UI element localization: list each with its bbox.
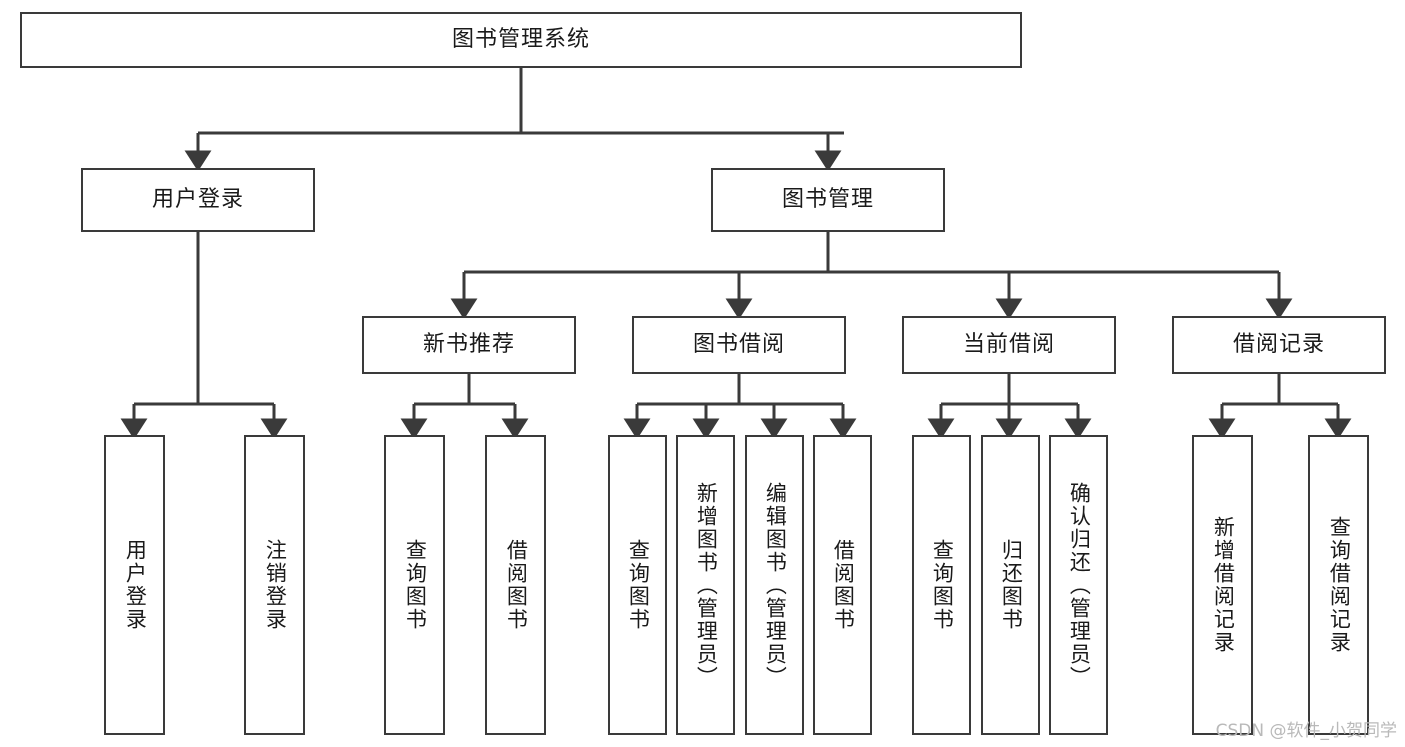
leaf-query-book-3[interactable]: 查询图书 <box>912 435 971 735</box>
leaf-logout-login[interactable]: 注销登录 <box>244 435 305 735</box>
leaf-query-book-1-label: 查询图书 <box>403 539 428 631</box>
leaf-add-book[interactable]: 新增图书（管理员） <box>676 435 735 735</box>
leaf-confirm-return-label: 确认归还（管理员） <box>1067 481 1092 689</box>
node-current-borrow[interactable]: 当前借阅 <box>902 316 1116 374</box>
leaf-borrow-book-1[interactable]: 借阅图书 <box>485 435 546 735</box>
node-book-management[interactable]: 图书管理 <box>711 168 945 232</box>
leaf-borrow-book-1-label: 借阅图书 <box>504 539 529 631</box>
leaf-borrow-book-2[interactable]: 借阅图书 <box>813 435 872 735</box>
leaf-add-book-label: 新增图书（管理员） <box>694 481 719 689</box>
leaf-confirm-return[interactable]: 确认归还（管理员） <box>1049 435 1108 735</box>
leaf-query-book-2-label: 查询图书 <box>626 539 651 631</box>
node-book-borrow[interactable]: 图书借阅 <box>632 316 846 374</box>
leaf-query-book-1[interactable]: 查询图书 <box>384 435 445 735</box>
node-book-borrow-label: 图书借阅 <box>692 331 785 357</box>
leaf-add-record[interactable]: 新增借阅记录 <box>1192 435 1253 735</box>
leaf-edit-book[interactable]: 编辑图书（管理员） <box>745 435 804 735</box>
leaf-query-record-label: 查询借阅记录 <box>1327 516 1352 654</box>
node-current-borrow-label: 当前借阅 <box>962 331 1055 357</box>
node-new-book-recommend[interactable]: 新书推荐 <box>362 316 576 374</box>
leaf-return-book[interactable]: 归还图书 <box>981 435 1040 735</box>
node-book-management-label: 图书管理 <box>781 186 874 212</box>
leaf-add-record-label: 新增借阅记录 <box>1211 516 1236 654</box>
leaf-borrow-book-2-label: 借阅图书 <box>831 539 856 631</box>
leaf-edit-book-label: 编辑图书（管理员） <box>763 481 788 689</box>
node-user-login[interactable]: 用户登录 <box>81 168 315 232</box>
node-new-book-recommend-label: 新书推荐 <box>422 331 515 357</box>
leaf-query-book-3-label: 查询图书 <box>930 539 955 631</box>
leaf-user-login-label: 用户登录 <box>123 539 148 631</box>
node-root-label: 图书管理系统 <box>451 26 590 52</box>
node-borrow-record[interactable]: 借阅记录 <box>1172 316 1386 374</box>
node-user-login-label: 用户登录 <box>151 186 244 212</box>
node-borrow-record-label: 借阅记录 <box>1232 331 1325 357</box>
leaf-user-login[interactable]: 用户登录 <box>104 435 165 735</box>
leaf-return-book-label: 归还图书 <box>999 539 1024 631</box>
leaf-query-book-2[interactable]: 查询图书 <box>608 435 667 735</box>
leaf-query-record[interactable]: 查询借阅记录 <box>1308 435 1369 735</box>
node-root-system[interactable]: 图书管理系统 <box>20 12 1022 68</box>
leaf-logout-login-label: 注销登录 <box>263 539 288 631</box>
csdn-watermark: CSDN @软件_小贺同学 <box>1215 721 1397 741</box>
